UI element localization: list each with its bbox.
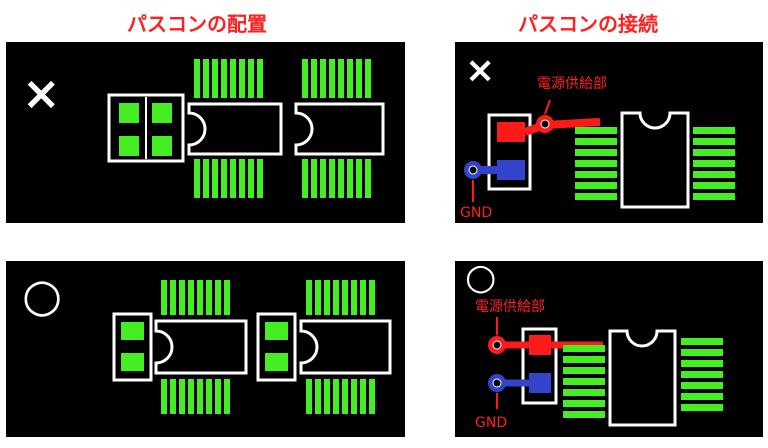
bad-mark: × [465,50,495,91]
ic-pins-right [681,338,723,411]
good-mark: ○ [465,261,496,298]
cap-pad [152,103,172,123]
bad-mark: × [22,66,61,120]
ic-pins-left [563,345,605,418]
cap-pad [265,353,288,371]
good-connection-panel: ○ 電源供給部 GND [455,261,763,437]
ic-pins-left [575,127,617,200]
good-connection-diagram: ○ 電源供給部 GND [465,261,723,431]
cap-pad [121,353,144,371]
capacitor-outline [112,312,153,382]
ic-2 [294,59,385,198]
bad-connection-panel: × 電源供給部 GND [455,42,763,223]
placement-title: パスコンの配置 [127,12,267,36]
capacitor-outline [521,327,558,405]
ic-body [620,111,690,209]
connection-title: パスコンの接続 [518,12,658,36]
cap-pad [121,322,144,340]
ic-2 [299,280,392,414]
capacitor-outline [107,93,185,163]
cap-pad [265,322,288,340]
bad-connection-diagram: × 電源供給部 GND [460,50,735,221]
ic-1 [154,280,248,414]
bad-placement-panel: × [6,42,405,223]
cap-pad [152,136,172,156]
ic-pins-right [693,127,735,200]
power-label: 電源供給部 [537,76,607,92]
good-placement-diagram: ○ [22,268,392,414]
gnd-label: GND [460,205,492,221]
ic-1 [187,59,283,198]
good-placement-panel: ○ [6,261,405,437]
power-label: 電源供給部 [475,299,545,315]
gnd-label: GND [475,415,507,431]
good-mark: ○ [22,268,62,322]
cap-pad [119,103,139,123]
capacitor-outline [256,312,297,382]
capacitor-outline [487,113,532,191]
bad-placement-diagram: × [22,59,385,198]
ic-body [608,329,677,427]
cap-pad [119,136,139,156]
